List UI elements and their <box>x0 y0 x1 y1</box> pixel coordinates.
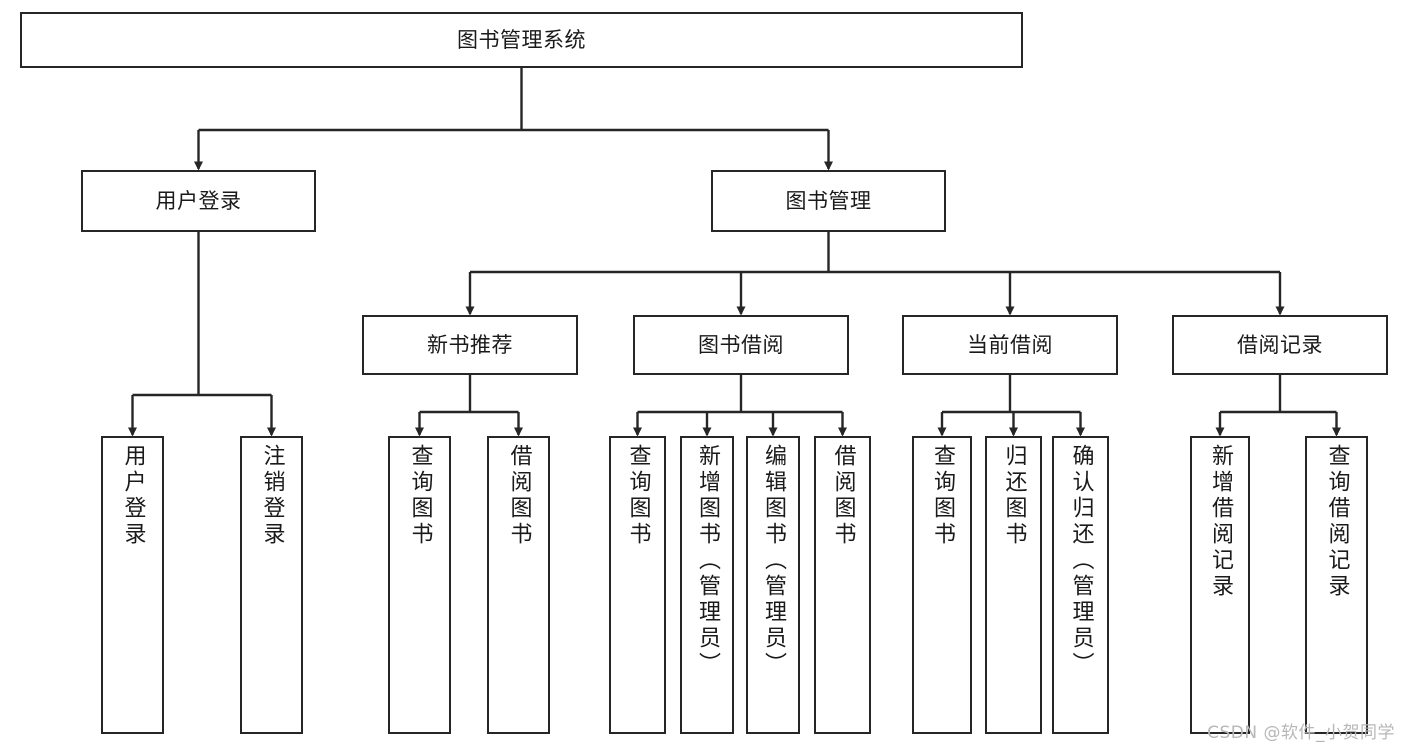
node-label: 新书推荐 <box>427 332 513 357</box>
node-label: 用户登录 <box>120 444 146 548</box>
node-new-book-rec[interactable]: 新书推荐 <box>362 315 578 375</box>
node-leaf-rec-search[interactable]: 查询借阅记录 <box>1305 436 1368 734</box>
node-borrow-record[interactable]: 借阅记录 <box>1172 315 1388 375</box>
node-label: 归还图书 <box>1001 444 1027 548</box>
node-book-borrow[interactable]: 图书借阅 <box>633 315 849 375</box>
node-label: 注销登录 <box>259 444 285 548</box>
node-label: 新增图书（管理员） <box>694 444 720 678</box>
node-label: 查询图书 <box>407 444 433 548</box>
node-label: 借阅图书 <box>506 444 532 548</box>
node-root[interactable]: 图书管理系统 <box>20 12 1023 68</box>
node-leaf-user-logout[interactable]: 注销登录 <box>240 436 303 734</box>
node-leaf-borrow-query[interactable]: 查询图书 <box>609 436 666 734</box>
node-leaf-cur-return[interactable]: 归还图书 <box>985 436 1042 734</box>
node-label: 查询图书 <box>929 444 955 548</box>
node-current-borrow[interactable]: 当前借阅 <box>902 315 1118 375</box>
node-label: 图书管理系统 <box>457 27 586 52</box>
node-label: 查询图书 <box>625 444 651 548</box>
node-leaf-rec-add[interactable]: 新增借阅记录 <box>1190 436 1250 734</box>
node-leaf-borrow-do[interactable]: 借阅图书 <box>814 436 871 734</box>
node-leaf-borrow-edit[interactable]: 编辑图书（管理员） <box>746 436 800 734</box>
node-label: 确认归还（管理员） <box>1068 444 1094 678</box>
node-label: 查询借阅记录 <box>1324 444 1350 600</box>
node-label: 当前借阅 <box>967 332 1053 357</box>
node-label: 图书管理 <box>785 188 872 213</box>
node-label: 新增借阅记录 <box>1207 444 1233 600</box>
node-leaf-cur-confirm[interactable]: 确认归还（管理员） <box>1052 436 1109 734</box>
node-label: 借阅记录 <box>1237 332 1323 357</box>
node-leaf-borrow-add[interactable]: 新增图书（管理员） <box>680 436 734 734</box>
node-leaf-cur-query[interactable]: 查询图书 <box>912 436 972 734</box>
node-label: 用户登录 <box>155 188 242 213</box>
node-book-manage[interactable]: 图书管理 <box>711 170 946 232</box>
node-user-login[interactable]: 用户登录 <box>81 170 316 232</box>
node-leaf-user-login[interactable]: 用户登录 <box>101 436 164 734</box>
node-label: 借阅图书 <box>830 444 856 548</box>
node-leaf-rec-query[interactable]: 查询图书 <box>388 436 451 734</box>
watermark-text: CSDN @软件_小贺同学 <box>1207 723 1395 743</box>
node-label: 编辑图书（管理员） <box>760 444 786 678</box>
node-leaf-rec-borrow[interactable]: 借阅图书 <box>487 436 550 734</box>
node-label: 图书借阅 <box>698 332 784 357</box>
